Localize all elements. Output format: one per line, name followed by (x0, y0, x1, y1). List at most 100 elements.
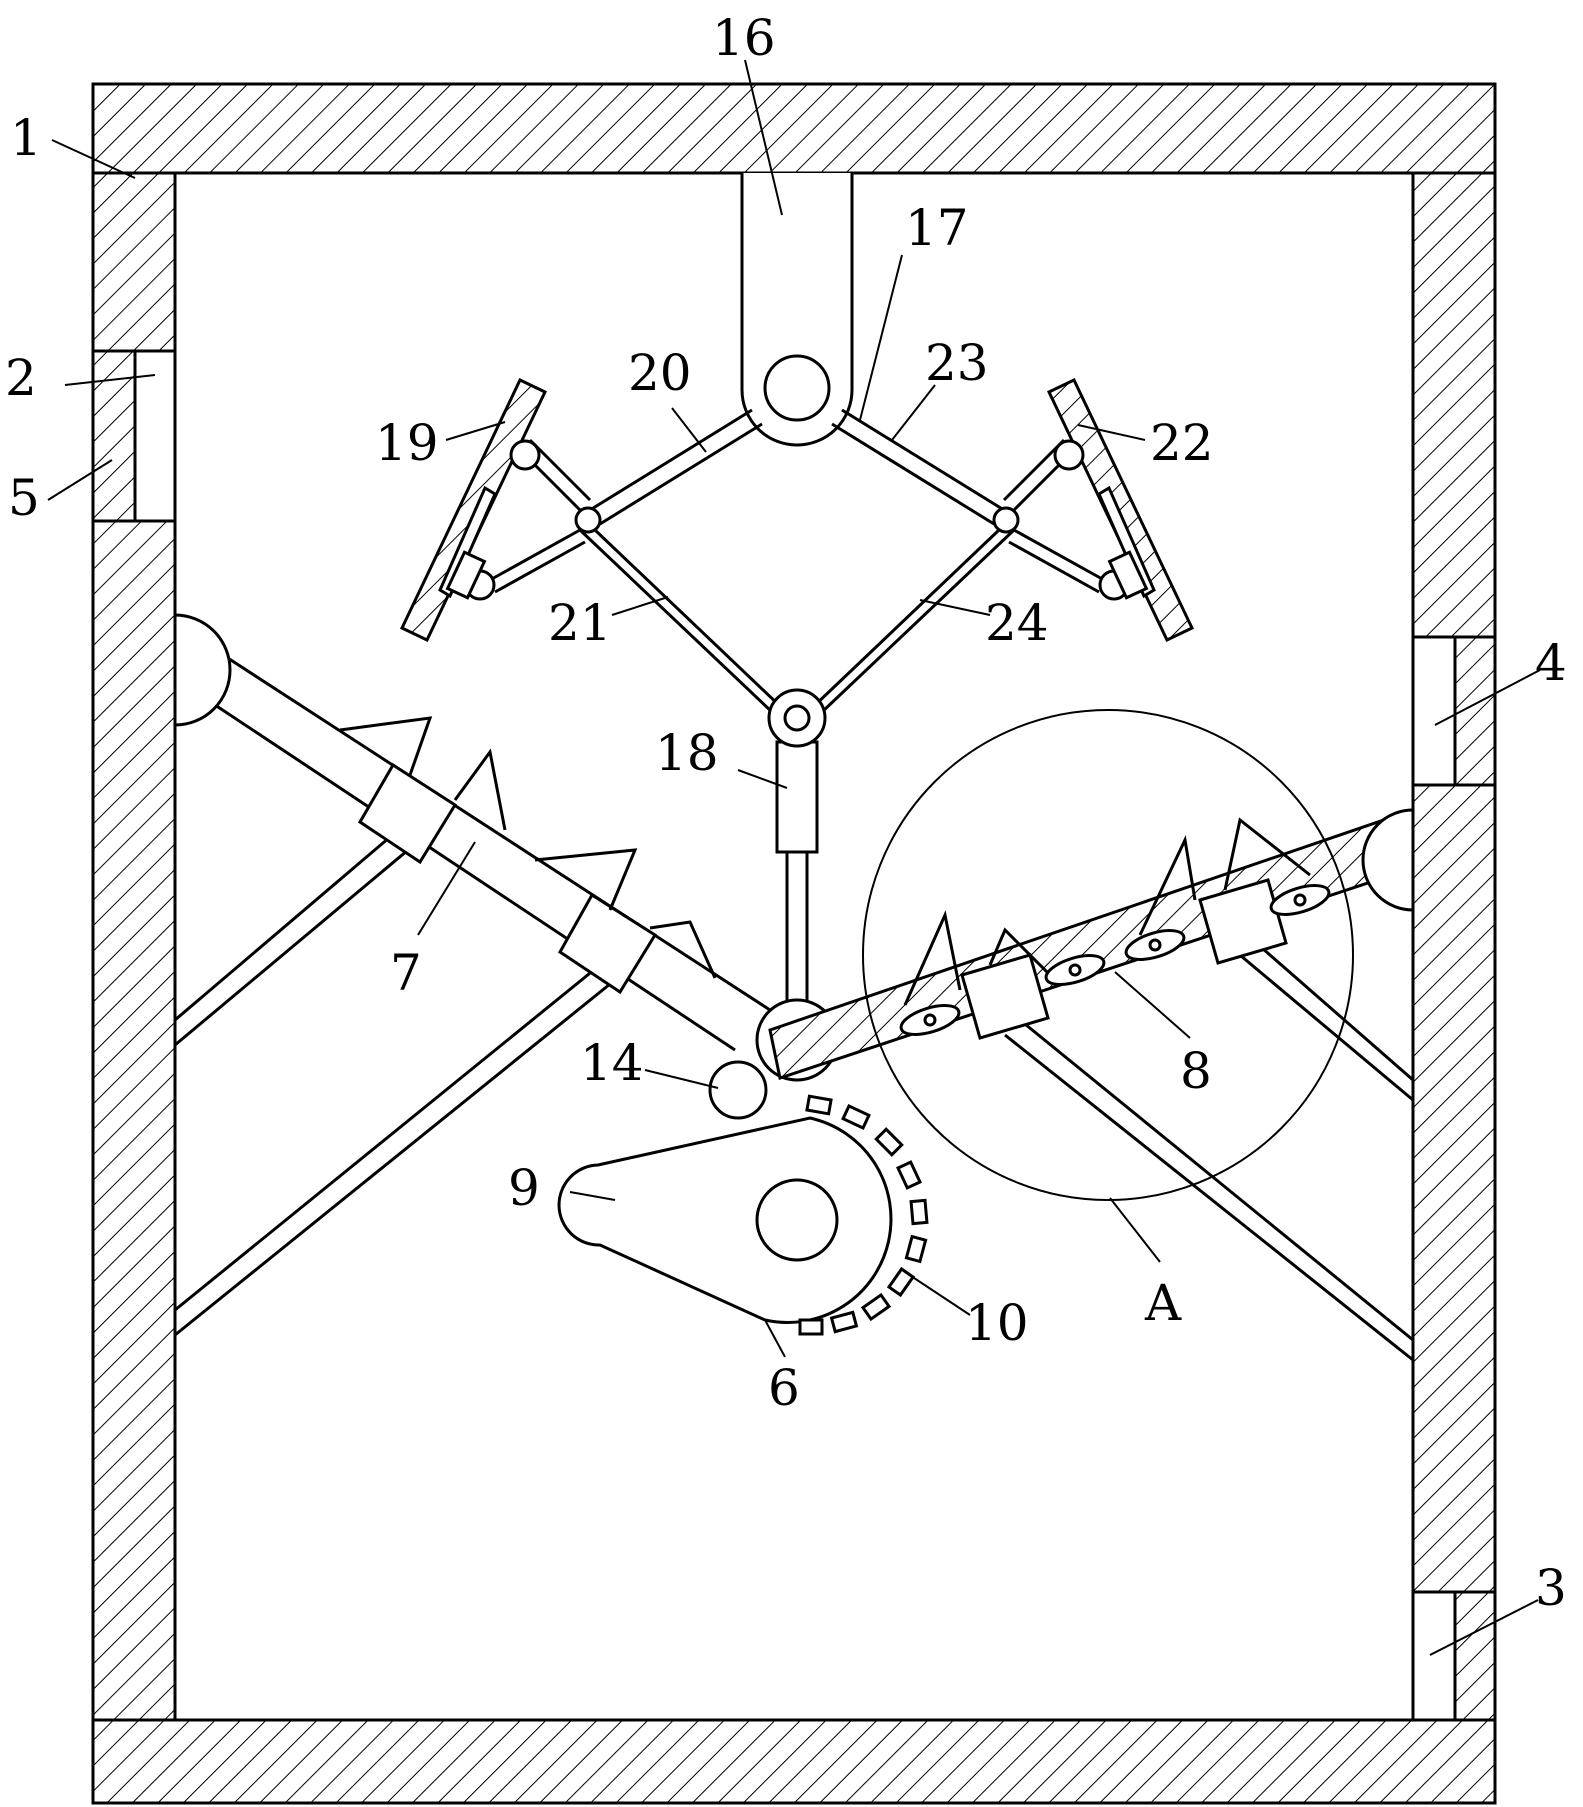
gear-tooth (909, 1198, 929, 1226)
left-strut-b (174, 838, 421, 1047)
rod-18 (767, 688, 827, 1010)
plate-22 (1047, 377, 1194, 643)
joint-right (992, 506, 1020, 534)
hanger-pivot (763, 354, 831, 422)
scissor-linkage (489, 408, 1105, 714)
chute-7-tooth-2 (453, 748, 507, 831)
rod-18-cylinder (775, 740, 819, 854)
leader-23 (891, 384, 936, 441)
gear-tooth (841, 1104, 871, 1130)
leader-10 (904, 1271, 971, 1316)
leader-21 (611, 596, 669, 616)
hanger-16 (740, 173, 854, 447)
label-14: 14 (580, 1034, 644, 1092)
label-22: 22 (1150, 414, 1214, 472)
chute-8-tooth-4 (1223, 817, 1311, 891)
gear-tooth (874, 1127, 904, 1157)
label-2: 2 (5, 349, 37, 407)
label-10: 10 (965, 1294, 1029, 1352)
gear-tooth (798, 1318, 824, 1336)
chute-8-pivot (1361, 808, 1415, 912)
label-1: 1 (10, 109, 42, 167)
label-18: 18 (655, 724, 719, 782)
gear-10-teeth (798, 1094, 929, 1336)
leader-5 (47, 459, 113, 501)
housing-right-wall-middle (1411, 783, 1497, 1594)
chute-7-tooth-1 (339, 716, 433, 776)
link-23-b (831, 422, 995, 526)
housing-top-wall (91, 82, 1497, 175)
detail-circle-a (862, 709, 1354, 1201)
label-21: 21 (548, 594, 612, 652)
link-24-a (810, 528, 1001, 710)
link-19-arm-b (528, 438, 592, 502)
gear-tooth (886, 1266, 916, 1298)
leader-18 (737, 769, 788, 789)
chute-8-tooth-2 (988, 927, 1062, 987)
inlet-cover-plate (91, 349, 137, 523)
leader-4 (1434, 669, 1541, 726)
chute-7-pivot (173, 613, 232, 727)
label-7: 7 (390, 944, 422, 1002)
right-chute-8 (768, 709, 1415, 1362)
chute-8-cell-4-axis (1293, 893, 1307, 907)
leader-8 (1114, 971, 1191, 1039)
label-17: 17 (905, 199, 969, 257)
label-8: 8 (1180, 1042, 1212, 1100)
label-9: 9 (508, 1159, 540, 1217)
leader-14 (644, 1069, 719, 1089)
label-5: 5 (8, 469, 40, 527)
leader-1 (51, 139, 136, 179)
gear-tooth (860, 1292, 892, 1322)
plate-22-pivot-top (1053, 439, 1085, 471)
label-23: 23 (925, 334, 989, 392)
leader-A (1109, 1197, 1161, 1263)
link-22-arm-d (1008, 540, 1100, 594)
leader-16 (744, 59, 783, 216)
chute-7-tooth-3 (534, 848, 638, 911)
link-21-a (593, 528, 784, 710)
leader-6 (764, 1319, 786, 1358)
gear-tooth (896, 1160, 922, 1190)
callout-labels: 1 2 3 4 5 6 7 8 9 10 14 16 17 18 19 20 2… (5, 9, 1567, 1617)
link-20-b (599, 422, 763, 526)
leader-17 (859, 254, 903, 421)
chute-7-top-edge (199, 638, 771, 1012)
leader-20 (671, 407, 707, 453)
drive-assembly (557, 1060, 929, 1336)
leader-24 (919, 599, 991, 616)
cam-9 (557, 1116, 893, 1324)
chute-8-tooth-3 (1138, 835, 1197, 936)
chute-8-box-1 (960, 953, 1050, 1040)
link-21-b (578, 528, 774, 714)
leader-22 (1077, 424, 1146, 441)
chute-8-box-2 (1198, 878, 1288, 965)
housing-bottom-wall (91, 1718, 1497, 1805)
chute-8-tooth-1 (903, 910, 962, 1006)
link-19-arm-c (489, 528, 581, 582)
outlet-cover-lower (1453, 1590, 1497, 1722)
chute-7-block-2 (558, 892, 658, 995)
plate-19-body (400, 377, 547, 643)
hub-pivot-inner (783, 704, 811, 732)
chute-7-tooth-4 (649, 920, 717, 979)
roller-14 (708, 1060, 768, 1120)
chute-8-bar (768, 807, 1415, 1080)
label-A: A (1144, 1274, 1182, 1332)
chute-7-block-1 (357, 762, 458, 865)
chute-8-cell-2-axis (1068, 963, 1082, 977)
chute-7-bottom-edge (199, 693, 736, 1052)
right-strut-a (1209, 928, 1414, 1102)
leader-19 (445, 421, 506, 441)
plate-19-pivot-top (509, 439, 541, 471)
chute-8-cell-1-axis (923, 1013, 937, 1027)
right-strut-c (1019, 1018, 1414, 1342)
label-19: 19 (375, 414, 439, 472)
housing-frame (91, 82, 1497, 1805)
plate-22-body (1047, 377, 1194, 643)
link-22-arm-b (1002, 438, 1066, 502)
left-strut-c (174, 963, 601, 1312)
leader-lines (47, 59, 1541, 1656)
housing-left-wall-upper (91, 171, 177, 353)
gear-tooth (904, 1234, 928, 1264)
